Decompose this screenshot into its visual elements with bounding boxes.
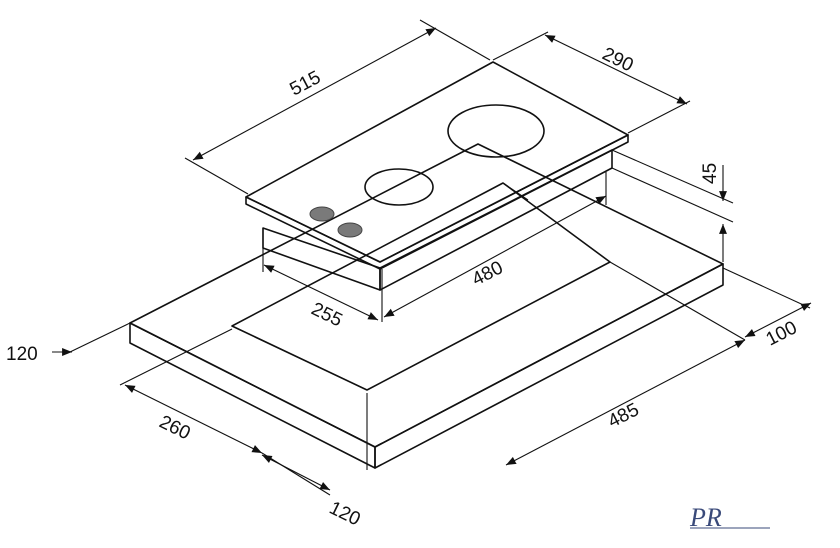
brand-logo: PR bbox=[689, 503, 770, 532]
small-cooking-zone bbox=[364, 168, 434, 206]
dim-label-worktop-length: 485 bbox=[605, 399, 643, 432]
dim-label-hob-depth: 290 bbox=[599, 44, 637, 77]
dim-label-worktop-side-left-bottom: 120 bbox=[326, 498, 364, 531]
dimension-lines bbox=[52, 19, 812, 496]
hob-glass-edge bbox=[245, 134, 629, 270]
brand-logo-text: PR bbox=[689, 503, 722, 532]
dim-label-cutout-width: 480 bbox=[469, 257, 507, 290]
dim-label-worktop-side-right: 100 bbox=[763, 317, 801, 350]
dim-label-cutout-depth: 255 bbox=[308, 299, 346, 332]
worktop-cutout bbox=[231, 182, 611, 391]
large-cooking-zone bbox=[447, 104, 545, 158]
worktop-front-face bbox=[129, 322, 376, 469]
dimension-labels: 515 290 45 480 255 100 485 120 260 120 bbox=[6, 44, 801, 531]
dim-label-hob-width: 515 bbox=[286, 67, 324, 100]
dim-label-worktop-side-left-top: 120 bbox=[6, 344, 38, 365]
dim-label-hob-height: 45 bbox=[700, 163, 721, 184]
hob-body-front bbox=[262, 227, 381, 291]
control-knob-right bbox=[337, 222, 363, 238]
control-knob-left bbox=[309, 206, 335, 222]
worktop-top-face bbox=[129, 143, 724, 448]
